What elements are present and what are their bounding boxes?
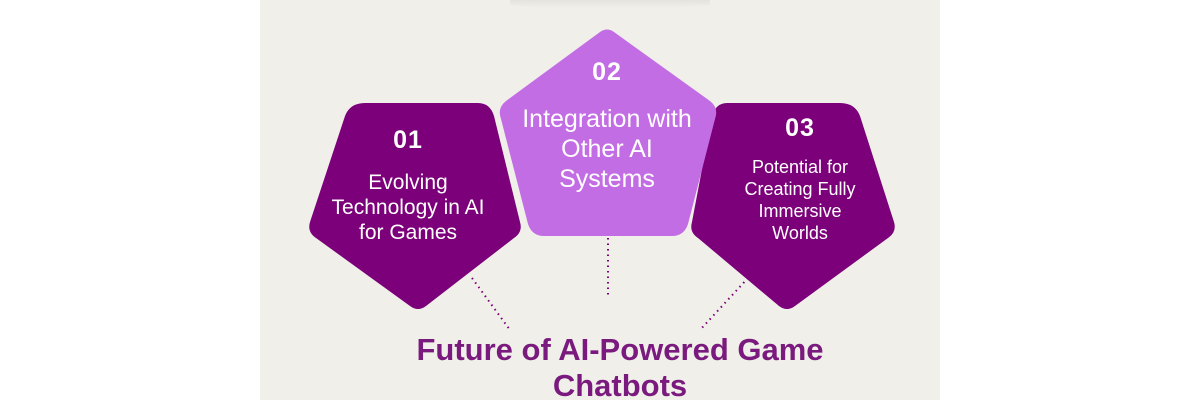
pentagon-03	[691, 103, 895, 309]
diagram-shapes	[309, 29, 895, 331]
top-shadow	[510, 0, 710, 8]
connector-3	[699, 277, 749, 331]
diagram-title: Future of AI-Powered Game Chatbots	[416, 332, 824, 400]
item-01-text: Evolving Technology in AI for Games	[331, 171, 485, 244]
connector-1	[471, 277, 511, 331]
diagram-canvas: 01 Evolving Technology in AI for Games 0…	[260, 0, 940, 400]
pentagon-02	[499, 29, 717, 236]
item-02-text: Integration with Other AI Systems	[522, 105, 692, 193]
item-02-number: 02	[592, 58, 622, 86]
item-03-number: 03	[785, 114, 815, 142]
item-03-text: Potential for Creating Fully Immersive W…	[744, 157, 856, 243]
item-01-number: 01	[393, 126, 423, 154]
pentagon-01	[309, 103, 521, 309]
